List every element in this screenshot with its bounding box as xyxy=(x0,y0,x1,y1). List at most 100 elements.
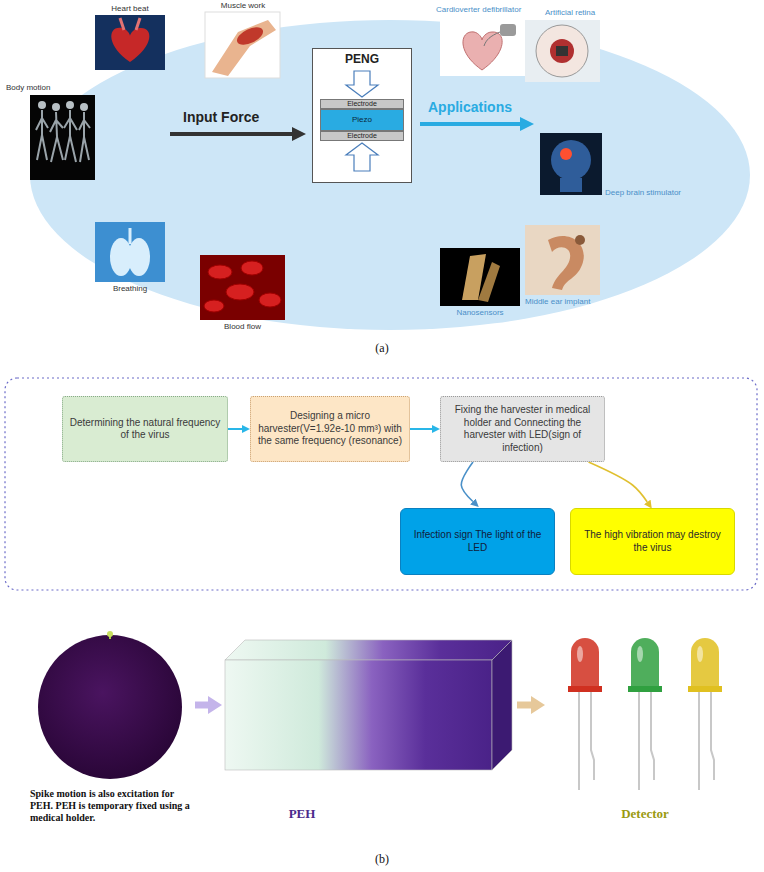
image-caption: Muscle work xyxy=(204,1,282,10)
body-motion-image xyxy=(52,103,60,111)
led-drawing xyxy=(579,692,594,790)
node-text: Fixing the harvester in medical holder a… xyxy=(447,404,598,454)
result-box: The high vibration may destroy the virus xyxy=(570,508,735,575)
ear-image xyxy=(525,225,600,295)
image-caption: Cardioverter defibrillator xyxy=(436,5,536,14)
blood-flow-image xyxy=(241,261,263,275)
node-text: Infection sign The light of the LED xyxy=(407,529,548,554)
node-text: Electrode xyxy=(347,132,377,140)
dashed-frame xyxy=(5,378,757,590)
led-drawing xyxy=(631,638,659,690)
blood-flow-image xyxy=(259,293,281,307)
defibrillator-image xyxy=(500,24,516,36)
muscle-image xyxy=(205,12,280,78)
defibrillator-image xyxy=(484,32,500,46)
blood-flow-image xyxy=(204,300,224,312)
led-drawing xyxy=(699,692,714,790)
nanosensor-image xyxy=(478,262,500,302)
electrode-layer: Electrode xyxy=(320,131,404,141)
electrode-layer: Electrode xyxy=(320,99,404,109)
process-box: Designing a micro harvester(V=1.92e-10 m… xyxy=(250,396,410,462)
arrow-label: Applications xyxy=(428,99,538,115)
body-motion-image xyxy=(38,101,46,109)
blood-flow-image xyxy=(200,255,285,320)
led-detector: Detector xyxy=(545,630,745,830)
defibrillator-image xyxy=(440,18,525,76)
node-text: Detector xyxy=(605,806,685,822)
led-drawing xyxy=(691,638,719,690)
ear-image xyxy=(575,235,585,245)
image-caption: Artificial retina xyxy=(545,8,625,17)
peh-drawing xyxy=(225,640,512,660)
image-caption: Body motion xyxy=(6,83,86,92)
heart-image xyxy=(95,15,165,70)
led-drawing xyxy=(571,638,599,690)
virus-circle: Spike motion is also excitation for PEH.… xyxy=(30,630,195,845)
heart-image xyxy=(111,28,149,62)
heart-image xyxy=(120,18,140,30)
body-motion-image xyxy=(64,110,77,162)
force-arrows xyxy=(346,143,378,171)
muscle-image xyxy=(205,12,280,78)
nanosensor-image xyxy=(440,248,520,306)
panel-label: (b) xyxy=(362,852,402,867)
flow-arrow xyxy=(195,702,208,709)
brain-image xyxy=(540,133,602,195)
blood-flow-image xyxy=(200,255,285,320)
peh-block: PEH xyxy=(222,630,517,830)
peh-drawing xyxy=(225,660,492,770)
process-box: Fixing the harvester in medical holder a… xyxy=(440,396,605,462)
blood-flow-image xyxy=(204,261,281,312)
led-drawing xyxy=(697,646,703,662)
breathing-image xyxy=(129,228,132,244)
image-caption: Heart beat xyxy=(96,4,164,13)
breathing-image xyxy=(95,222,165,282)
image-caption: Blood flow xyxy=(200,322,285,331)
peh-drawing xyxy=(222,630,517,800)
peng-box: PENGElectrodePiezoElectrode xyxy=(312,48,412,183)
body-motion-image xyxy=(30,95,95,180)
dashed-frame xyxy=(5,378,757,590)
breathing-image xyxy=(95,222,165,282)
peh-drawing xyxy=(492,640,512,770)
force-arrows xyxy=(346,71,378,97)
applications-arrow xyxy=(420,122,520,126)
image-caption: Middle ear implant xyxy=(525,297,615,306)
retina-image xyxy=(550,39,574,63)
process-box: Determining the natural frequency of the… xyxy=(62,396,228,462)
body-motion-image xyxy=(79,112,90,162)
body-motion-image xyxy=(36,110,90,162)
led-drawing xyxy=(637,646,643,662)
node-text: Piezo xyxy=(352,115,372,125)
heart-image xyxy=(95,15,165,70)
node-text: Spike motion is also excitation for PEH.… xyxy=(30,788,195,824)
body-motion-image xyxy=(36,110,48,160)
body-motion-image xyxy=(38,101,88,111)
blood-flow-image xyxy=(208,265,232,279)
image-caption: Deep brain stimulator xyxy=(605,188,705,197)
input-force-arrow xyxy=(292,127,306,141)
body-motion-image xyxy=(66,101,74,109)
brain-image xyxy=(560,178,582,192)
led-drawing xyxy=(568,686,602,692)
image-caption: Nanosensors xyxy=(440,308,520,317)
input-force-arrow xyxy=(170,132,292,136)
ear-image xyxy=(525,225,600,295)
input-force-arrow xyxy=(170,127,306,141)
defibrillator-image xyxy=(463,32,502,70)
node-text: Determining the natural frequency of the… xyxy=(69,417,221,442)
blood-flow-image xyxy=(226,284,254,300)
node-text: PENG xyxy=(313,52,411,66)
flow-arrow xyxy=(228,428,242,430)
flow-arrow xyxy=(461,462,473,501)
led-drawing xyxy=(688,686,722,692)
retina-image xyxy=(536,25,588,77)
body-motion-image xyxy=(50,112,63,162)
virus-drawing xyxy=(107,631,113,637)
led-drawing xyxy=(545,630,745,800)
panel-label: (a) xyxy=(362,341,402,356)
retina-image xyxy=(556,46,568,56)
piezo-layer: Piezo xyxy=(320,109,404,131)
node-text: PEH xyxy=(262,806,342,822)
